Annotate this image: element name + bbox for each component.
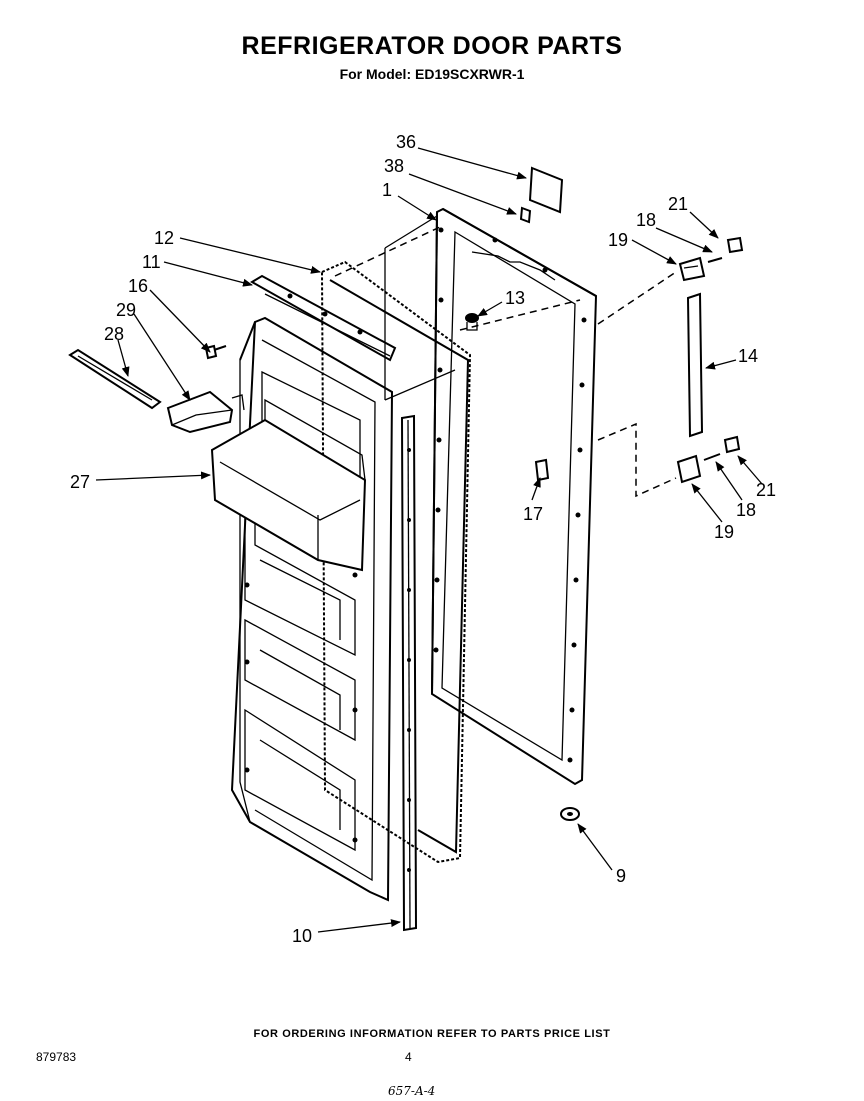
- callout-21-top: 21: [668, 194, 688, 214]
- callout-13: 13: [505, 288, 525, 308]
- screw-part-18-bottom: [703, 453, 721, 461]
- top-strip-part-11: [250, 274, 397, 362]
- door-box-back: [334, 215, 581, 401]
- leader-lines: [95, 147, 763, 933]
- label-part-36: [528, 166, 564, 214]
- model-subtitle: For Model: ED19SCXRWR-1: [339, 66, 525, 82]
- door-gasket-part-12: [320, 260, 472, 864]
- callout-12: 12: [154, 228, 174, 248]
- callout-36: 36: [396, 132, 416, 152]
- callout-19-top: 19: [608, 230, 628, 250]
- hinge-part-19-top: [678, 256, 706, 282]
- label-part-38: [519, 206, 532, 224]
- callout-27: 27: [70, 472, 90, 492]
- ordering-note: FOR ORDERING INFORMATION REFER TO PARTS …: [253, 1028, 611, 1040]
- page-number: 4: [405, 1050, 412, 1064]
- handwritten-note: 657-A-4: [388, 1084, 436, 1098]
- callout-14: 14: [738, 346, 758, 366]
- callout-28: 28: [104, 324, 124, 344]
- panel-screw-holes: [433, 227, 587, 763]
- callout-11: 11: [142, 252, 161, 272]
- callout-10: 10: [292, 926, 312, 946]
- callout-17: 17: [523, 504, 543, 524]
- door-inner-shelves: [210, 316, 394, 902]
- door-panel-part-1: [430, 207, 598, 786]
- callout-29: 29: [116, 300, 136, 320]
- callout-18-bottom: 18: [736, 500, 756, 520]
- document-code: 879783: [36, 1050, 77, 1064]
- handle-bracket-part-29: [166, 390, 245, 434]
- cap-part-21-top: [726, 236, 744, 254]
- callout-9: 9: [616, 866, 626, 886]
- stop-part-14: [686, 292, 704, 438]
- hinge-part-19-bottom: [676, 454, 702, 484]
- handle-trim-part-28: [68, 348, 162, 410]
- callout-1: 1: [382, 180, 392, 200]
- callout-21-bottom: 21: [756, 480, 776, 500]
- cap-part-21-bottom: [723, 435, 741, 454]
- callout-16: 16: [128, 276, 148, 296]
- callout-19-bottom: 19: [714, 522, 734, 542]
- shelf-holes: [244, 572, 358, 843]
- plug-part-13: [465, 313, 479, 331]
- clip-part-17: [534, 458, 550, 482]
- cup-part-9: [560, 807, 580, 821]
- callout-18-top: 18: [636, 210, 656, 230]
- callout-38: 38: [384, 156, 404, 176]
- callout-labels: 36 38 1 12 11 16 29 28 27 13 21 18 19 14…: [70, 132, 776, 946]
- screw-part-16: [204, 344, 227, 360]
- screw-part-18-top: [707, 257, 723, 263]
- page-title: REFRIGERATOR DOOR PARTS: [241, 32, 623, 60]
- breaker-strip-part-10: [400, 414, 418, 932]
